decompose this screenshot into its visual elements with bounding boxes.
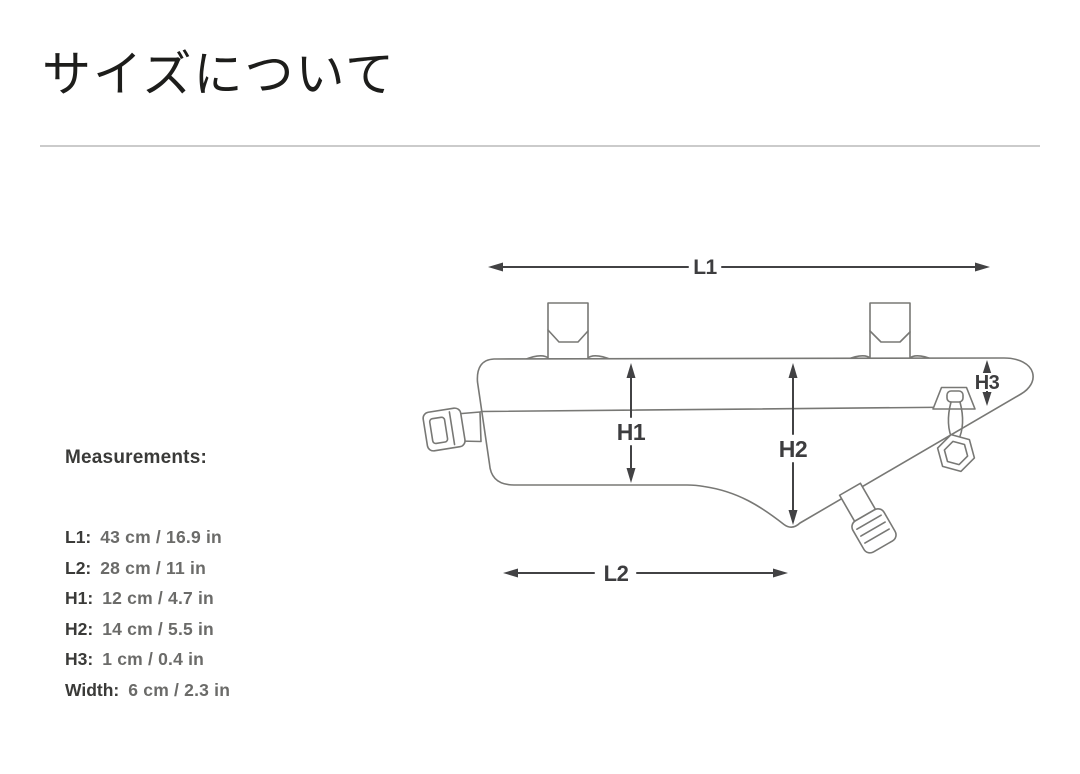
- measurement-row-l1: L1: 43 cm / 16.9 in: [65, 522, 230, 553]
- dimension-h2: H2: [774, 363, 812, 525]
- measurement-label: Width:: [65, 679, 120, 700]
- rear-tab-and-ring: [932, 386, 976, 473]
- arrowhead-down-icon: [788, 510, 798, 525]
- top-strap-right: [845, 302, 935, 361]
- bottom-strap-buckle: [838, 482, 897, 554]
- arrowhead-up-icon: [982, 360, 992, 374]
- arrowhead-left-icon: [488, 262, 503, 272]
- bag-outline: [476, 357, 1034, 528]
- measurement-row-l2: L2: 28 cm / 11 in: [65, 553, 230, 584]
- measurement-label: L2:: [65, 557, 92, 578]
- frame-bag-illustration: [422, 302, 1034, 554]
- dimension-annotations: L1 L2 H1: [488, 256, 1004, 586]
- arrowhead-up-icon: [626, 363, 636, 378]
- arrowhead-up-icon: [788, 363, 798, 378]
- measurement-value: 43 cm / 16.9 in: [100, 527, 222, 547]
- dimension-l2: L2: [503, 561, 788, 586]
- dimension-label-l2: L2: [604, 561, 629, 586]
- measurement-value: 14 cm / 5.5 in: [102, 618, 214, 639]
- arrowhead-right-icon: [773, 568, 788, 578]
- dimension-h1: H1: [612, 363, 650, 483]
- arrowhead-right-icon: [975, 262, 990, 272]
- page-title: サイズについて: [42, 48, 397, 102]
- measurement-row-h2: H2: 14 cm / 5.5 in: [65, 614, 230, 645]
- measurement-row-h3: H3: 1 cm / 0.4 in: [65, 644, 230, 675]
- measurement-value: 28 cm / 11 in: [100, 557, 206, 578]
- dimension-label-h1: H1: [617, 419, 646, 445]
- dimension-label-l1: L1: [693, 256, 717, 279]
- measurement-value: 6 cm / 2.3 in: [128, 679, 231, 700]
- section-divider: [40, 145, 1040, 147]
- measurement-value: 12 cm / 4.7 in: [102, 588, 214, 609]
- arrowhead-down-icon: [982, 392, 992, 406]
- arrowhead-left-icon: [503, 568, 518, 578]
- measurement-row-width: Width: 6 cm / 2.3 in: [65, 675, 230, 706]
- dimension-label-h2: H2: [779, 436, 807, 462]
- left-buckle: [422, 407, 482, 452]
- arrowhead-down-icon: [626, 468, 636, 483]
- dimension-l1: L1: [488, 256, 990, 279]
- dimension-h3: H3: [970, 360, 1004, 406]
- measurements-heading: Measurements:: [65, 447, 207, 468]
- measurement-label: H2:: [65, 618, 94, 639]
- measurements-list: L1: 43 cm / 16.9 in L2: 28 cm / 11 in H1: 1…: [65, 522, 230, 706]
- top-strap-left: [523, 302, 613, 361]
- measurement-row-h1: H1: 12 cm / 4.7 in: [65, 583, 230, 614]
- measurement-label: H3:: [65, 649, 94, 670]
- measurement-label: L1:: [65, 527, 92, 547]
- measurements-panel: Measurements: L1: 43 cm / 16.9 in L2: 28 c…: [65, 447, 230, 706]
- bag-seam-line: [480, 406, 971, 413]
- measurement-label: H1:: [65, 588, 94, 609]
- dimension-label-h3: H3: [975, 372, 1000, 394]
- measurement-value: 1 cm / 0.4 in: [102, 649, 205, 670]
